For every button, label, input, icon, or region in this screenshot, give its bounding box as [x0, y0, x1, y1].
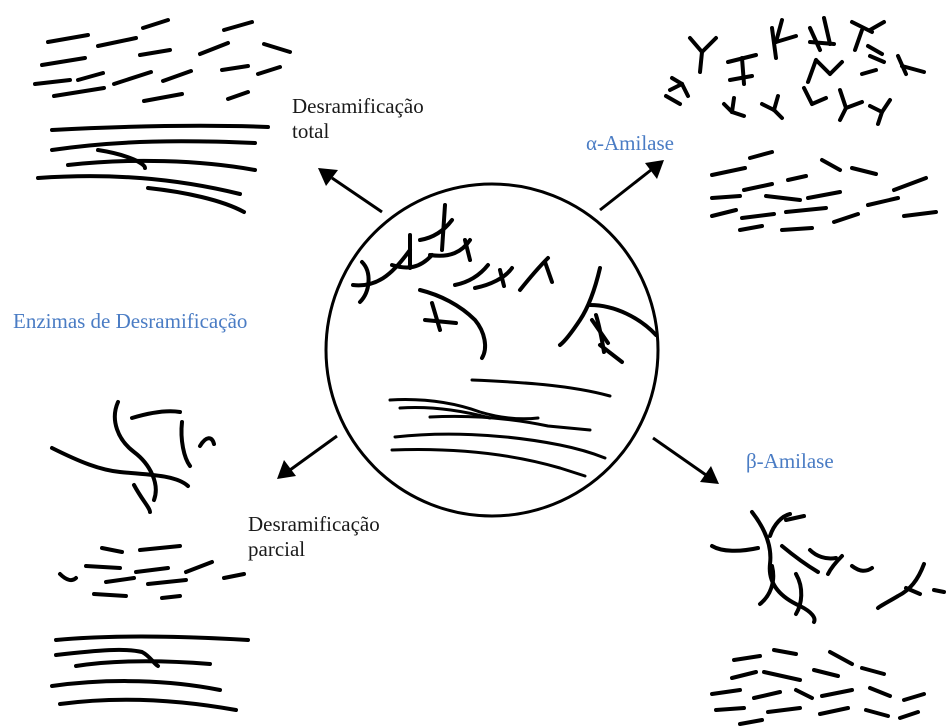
alpha-amylase-products	[666, 18, 936, 230]
arrow-to-alpha-amylase	[600, 160, 664, 210]
arrow-to-total-debranching	[318, 168, 382, 212]
beta-amylase-products	[712, 512, 944, 724]
label-partial-debranching: Desramificação parcial	[248, 512, 380, 562]
label-partial-debranching-line1: Desramificação	[248, 512, 380, 536]
label-total-debranching-line2: total	[292, 119, 329, 143]
label-beta-amylase: β-Amilase	[746, 449, 834, 474]
label-alpha-amylase: α-Amilase	[586, 131, 674, 156]
label-total-debranching: Desramificação total	[292, 94, 424, 144]
partial-debranching-products	[52, 402, 248, 710]
starch-granule	[326, 184, 658, 516]
granule-branched-chains	[353, 205, 656, 362]
arrow-to-partial-debranching	[277, 436, 337, 479]
granule-linear-chains	[390, 380, 610, 476]
total-debranching-products	[35, 20, 290, 212]
arrow-to-beta-amylase	[653, 438, 719, 484]
label-partial-debranching-line2: parcial	[248, 537, 305, 561]
label-total-debranching-line1: Desramificação	[292, 94, 424, 118]
label-debranching-enzymes: Enzimas de Desramificação	[13, 309, 247, 334]
